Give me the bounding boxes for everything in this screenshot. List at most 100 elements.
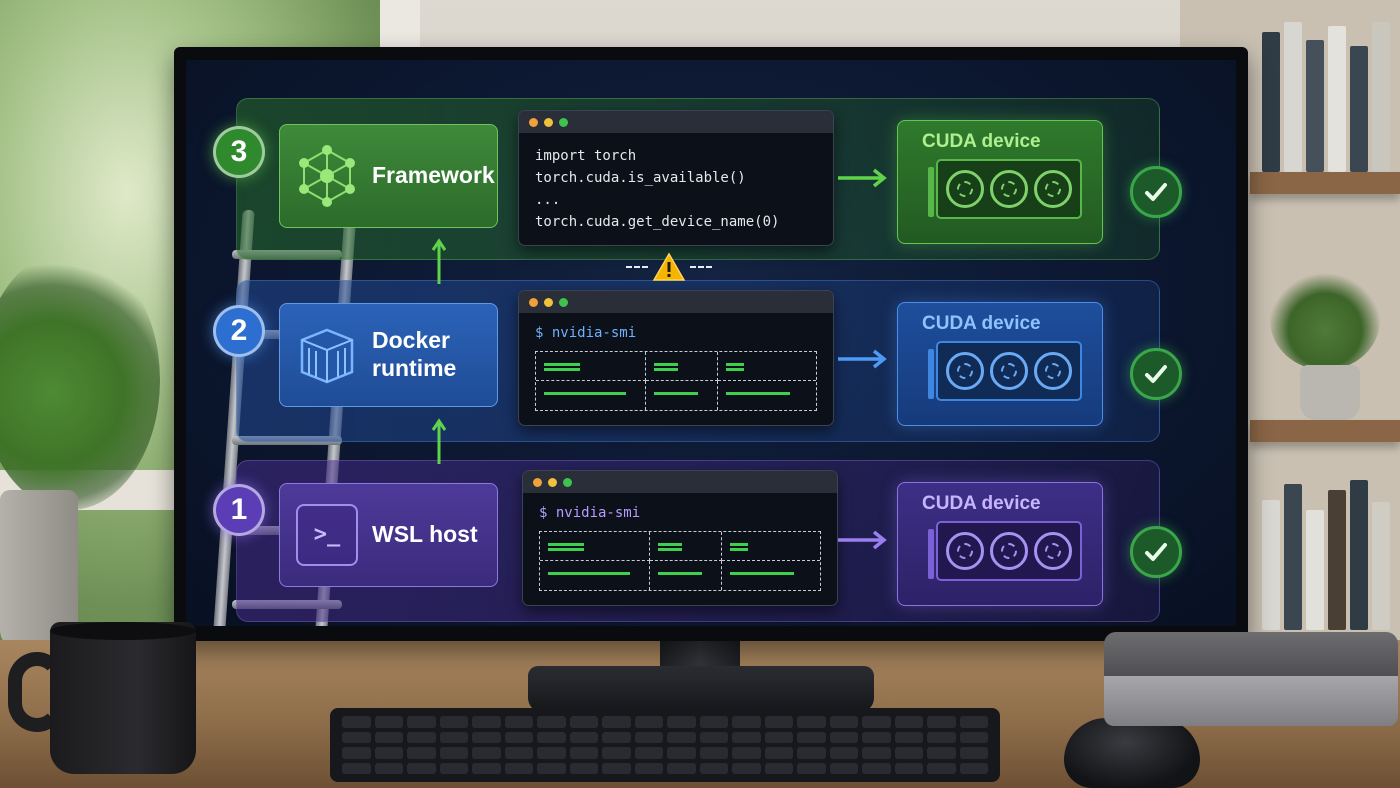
window-dot-icon bbox=[544, 298, 553, 307]
keyboard-key bbox=[927, 763, 956, 775]
keyboard-key bbox=[375, 716, 404, 728]
cuda-device-label: CUDA device bbox=[922, 131, 1102, 153]
terminal-window-docker: $ nvidia-smi bbox=[518, 290, 834, 426]
right-arrow-icon bbox=[836, 167, 888, 189]
books-bottom-shelf bbox=[1262, 480, 1400, 630]
nvidia-smi-table bbox=[539, 531, 821, 591]
keyboard-key bbox=[570, 747, 599, 759]
gpu-icon bbox=[936, 159, 1082, 219]
keyboard-key bbox=[960, 716, 989, 728]
keyboard-key bbox=[667, 763, 696, 775]
check-icon bbox=[1130, 526, 1182, 578]
keyboard-key bbox=[602, 716, 631, 728]
potted-plant bbox=[0, 250, 160, 650]
step-number-3: 3 bbox=[213, 126, 265, 178]
keyboard-key bbox=[960, 732, 989, 744]
keyboard-key bbox=[927, 732, 956, 744]
keyboard-key bbox=[505, 747, 534, 759]
keyboard-key bbox=[732, 716, 761, 728]
keyboard-key bbox=[830, 763, 859, 775]
window-dot-icon bbox=[548, 478, 557, 487]
keyboard-key bbox=[472, 763, 501, 775]
mini-pc bbox=[1104, 632, 1398, 726]
keyboard-key bbox=[537, 763, 566, 775]
nvidia-smi-table bbox=[535, 351, 817, 411]
keyboard-key bbox=[765, 747, 794, 759]
keyboard-key bbox=[635, 763, 664, 775]
keyboard-key bbox=[765, 716, 794, 728]
keyboard-key bbox=[862, 732, 891, 744]
keyboard-key bbox=[765, 763, 794, 775]
shelf-plant bbox=[1270, 270, 1380, 420]
check-icon bbox=[1130, 166, 1182, 218]
warning-indicator bbox=[626, 252, 712, 282]
gpu-icon bbox=[936, 341, 1082, 401]
keyboard-key bbox=[375, 747, 404, 759]
cuda-device-label: CUDA device bbox=[922, 493, 1102, 515]
keyboard-key bbox=[407, 732, 436, 744]
right-arrow-icon bbox=[836, 529, 888, 551]
keyboard-key bbox=[667, 747, 696, 759]
keyboard-key bbox=[375, 763, 404, 775]
keyboard-key bbox=[440, 747, 469, 759]
wsl-host-card: >_ WSL host bbox=[279, 483, 498, 587]
keyboard-key bbox=[797, 763, 826, 775]
shelf-bottom bbox=[1250, 420, 1400, 442]
keyboard-key bbox=[635, 747, 664, 759]
cuda-device-label: CUDA device bbox=[922, 313, 1102, 335]
window-dot-icon bbox=[563, 478, 572, 487]
keyboard-key bbox=[472, 716, 501, 728]
coffee-mug bbox=[30, 622, 196, 774]
window-dot-icon bbox=[559, 118, 568, 127]
keyboard-key bbox=[407, 763, 436, 775]
window-dot-icon bbox=[533, 478, 542, 487]
step-number-1: 1 bbox=[213, 484, 265, 536]
terminal-icon: >_ bbox=[296, 504, 358, 566]
keyboard-key bbox=[960, 747, 989, 759]
warning-icon bbox=[652, 252, 686, 282]
gpu-icon bbox=[936, 521, 1082, 581]
window-dot-icon bbox=[529, 118, 538, 127]
keyboard-key bbox=[700, 732, 729, 744]
keyboard-key bbox=[700, 747, 729, 759]
keyboard-key bbox=[862, 763, 891, 775]
keyboard-key bbox=[440, 763, 469, 775]
docker-label-line2: runtime bbox=[372, 355, 456, 383]
neural-network-icon bbox=[296, 145, 358, 207]
keyboard-key bbox=[895, 732, 924, 744]
keyboard-key bbox=[830, 747, 859, 759]
keyboard-key bbox=[570, 732, 599, 744]
keyboard-key bbox=[375, 732, 404, 744]
keyboard-key bbox=[797, 732, 826, 744]
keyboard-key bbox=[667, 732, 696, 744]
keyboard-key bbox=[797, 747, 826, 759]
computer-mouse bbox=[1064, 718, 1200, 788]
keyboard-key bbox=[407, 747, 436, 759]
keyboard-key bbox=[505, 732, 534, 744]
keyboard-key bbox=[505, 716, 534, 728]
code-line: torch.cuda.is_available() bbox=[535, 167, 817, 189]
shelf-top bbox=[1250, 172, 1400, 194]
keyboard-key bbox=[895, 763, 924, 775]
keyboard-key bbox=[862, 747, 891, 759]
keyboard-key bbox=[700, 716, 729, 728]
keyboard-key bbox=[407, 716, 436, 728]
right-arrow-icon bbox=[836, 348, 888, 370]
keyboard-key bbox=[732, 763, 761, 775]
cuda-device-framework: CUDA device bbox=[897, 120, 1103, 244]
framework-card: Framework bbox=[279, 124, 498, 228]
cuda-device-wsl: CUDA device bbox=[897, 482, 1103, 606]
keyboard-key bbox=[440, 716, 469, 728]
keyboard-key bbox=[927, 747, 956, 759]
keyboard-key bbox=[602, 763, 631, 775]
terminal-window-wsl: $ nvidia-smi bbox=[522, 470, 838, 606]
keyboard-key bbox=[895, 747, 924, 759]
keyboard-key bbox=[797, 716, 826, 728]
keyboard-key bbox=[602, 732, 631, 744]
keyboard-key bbox=[342, 763, 371, 775]
books-top-shelf bbox=[1262, 20, 1400, 172]
keyboard-key bbox=[505, 763, 534, 775]
terminal-window-framework: import torch torch.cuda.is_available() .… bbox=[518, 110, 834, 246]
up-arrow-icon bbox=[432, 238, 446, 286]
keyboard-key bbox=[537, 716, 566, 728]
